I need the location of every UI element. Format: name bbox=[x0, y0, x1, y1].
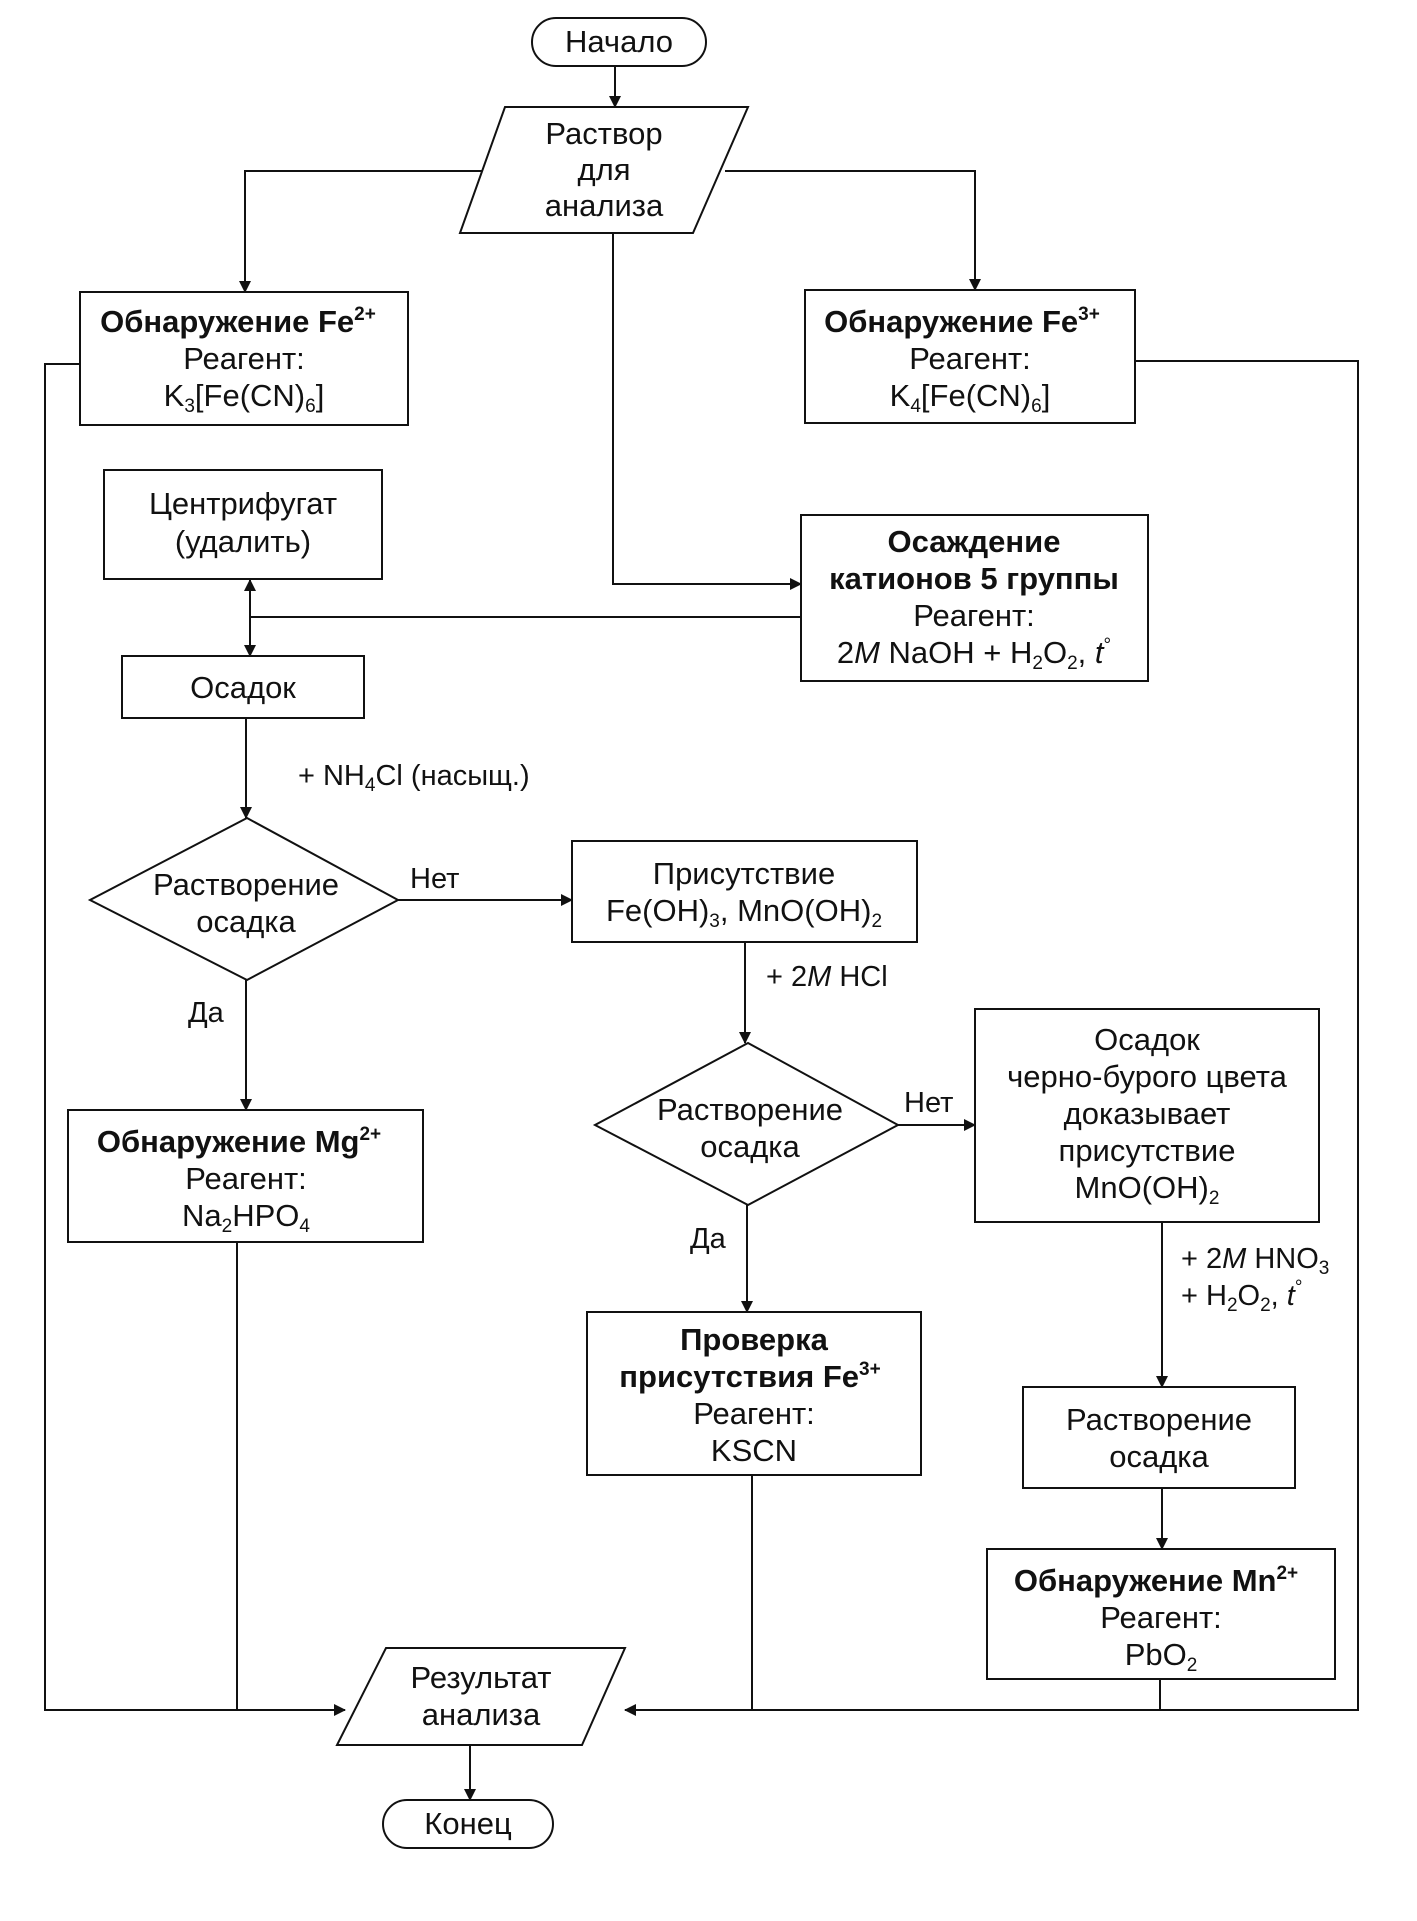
precip5-reagent-label: Реагент: bbox=[913, 598, 1035, 633]
node-mn-detection: Обнаружение Mn2+ Реагент: PbO2 bbox=[986, 1548, 1336, 1680]
node-centrifugate: Центрифугат (удалить) bbox=[103, 469, 383, 580]
arrow-input-to-fe3 bbox=[725, 170, 981, 291]
brown-line-3: доказывает bbox=[1064, 1096, 1231, 1131]
fe3-title: Обнаружение Fe3+ bbox=[824, 304, 1100, 339]
presence-line-1: Присутствие bbox=[653, 856, 835, 891]
precip5-reagent: 2M NaOH + H2O2, t° bbox=[837, 635, 1111, 674]
fe2-title: Обнаружение Fe2+ bbox=[100, 304, 376, 339]
input-line-3: анализа bbox=[545, 188, 664, 223]
end-label: Конец bbox=[424, 1806, 512, 1841]
edge-labels: + NH4Cl (насыщ.) Нет Да + 2M HCl Нет Да … bbox=[188, 760, 1329, 1316]
decision-dissolution-1: Растворение осадка bbox=[87, 816, 401, 982]
decision-dissolution-2: Растворение осадка bbox=[592, 1041, 901, 1207]
label-yes-1: Да bbox=[188, 997, 225, 1029]
check-reagent: KSCN bbox=[711, 1433, 797, 1468]
dissolve-line-1: Растворение bbox=[1066, 1402, 1252, 1437]
check-line-2: присутствия Fe3+ bbox=[619, 1359, 880, 1394]
mg-reagent-label: Реагент: bbox=[185, 1161, 307, 1196]
node-mg-detection: Обнаружение Mg2+ Реагент: Na2HPO4 bbox=[67, 1109, 424, 1243]
label-nh4cl: + NH4Cl (насыщ.) bbox=[298, 760, 530, 796]
node-input: Раствор для анализа bbox=[458, 106, 750, 234]
brown-line-5: MnO(OH)2 bbox=[1075, 1170, 1220, 1209]
label-yes-2: Да bbox=[690, 1223, 727, 1255]
fe2-reagent-label: Реагент: bbox=[183, 341, 305, 376]
brown-line-1: Осадок bbox=[1094, 1022, 1200, 1057]
mn-title: Обнаружение Mn2+ bbox=[1014, 1563, 1298, 1598]
decision1-line-1: Растворение bbox=[153, 867, 339, 902]
mg-reagent: Na2HPO4 bbox=[182, 1198, 310, 1237]
label-no-2: Нет bbox=[904, 1087, 953, 1119]
precip5-line-2: катионов 5 группы bbox=[829, 561, 1119, 596]
dissolve-line-2: осадка bbox=[1109, 1439, 1209, 1474]
fe3-reagent-label: Реагент: bbox=[909, 341, 1031, 376]
node-sediment: Осадок bbox=[121, 655, 365, 719]
label-hno3-1: + 2M HNO3 bbox=[1181, 1243, 1329, 1279]
check-reagent-label: Реагент: bbox=[693, 1396, 815, 1431]
node-fe2-detection: Обнаружение Fe2+ Реагент: K3[Fe(CN)6] bbox=[79, 291, 409, 426]
check-line-1: Проверка bbox=[680, 1322, 828, 1357]
node-fe3-detection: Обнаружение Fe3+ Реагент: K4[Fe(CN)6] bbox=[804, 289, 1136, 424]
node-dissolution: Растворение осадка bbox=[1022, 1386, 1296, 1489]
node-presence: Присутствие Fe(OH)3, MnO(OH)2 bbox=[571, 840, 918, 943]
result-line-2: анализа bbox=[422, 1697, 541, 1732]
arrow-input-to-precip5 bbox=[612, 233, 802, 590]
label-hcl: + 2M HCl bbox=[766, 961, 888, 993]
connectors bbox=[44, 66, 1359, 1801]
result-line-1: Результат bbox=[411, 1660, 552, 1695]
mg-title: Обнаружение Mg2+ bbox=[97, 1124, 381, 1159]
input-line-1: Раствор bbox=[545, 116, 662, 151]
centrifugate-line-2: (удалить) bbox=[175, 524, 311, 559]
label-hno3-2: + H2O2, t° bbox=[1181, 1277, 1302, 1316]
centrifugate-line-1: Центрифугат bbox=[149, 486, 337, 521]
line-fe2-to-result bbox=[44, 363, 346, 1716]
presence-line-2: Fe(OH)3, MnO(OH)2 bbox=[606, 893, 882, 932]
start-label: Начало bbox=[565, 24, 673, 59]
decision1-line-2: осадка bbox=[196, 904, 296, 939]
brown-line-4: присутствие bbox=[1059, 1133, 1236, 1168]
brown-line-2: черно-бурого цвета bbox=[1007, 1059, 1287, 1094]
node-start: Начало bbox=[531, 17, 707, 67]
input-line-2: для bbox=[578, 152, 631, 187]
node-check-fe3: Проверка присутствия Fe3+ Реагент: KSCN bbox=[586, 1311, 922, 1476]
fe3-reagent: K4[Fe(CN)6] bbox=[890, 378, 1051, 417]
line-fe3-to-result bbox=[624, 360, 1359, 1716]
mn-reagent-label: Реагент: bbox=[1100, 1600, 1222, 1635]
precip5-line-1: Осаждение bbox=[888, 524, 1061, 559]
decision2-line-1: Растворение bbox=[657, 1092, 843, 1127]
fe2-reagent: K3[Fe(CN)6] bbox=[164, 378, 325, 417]
node-group5-precipitation: Осаждение катионов 5 группы Реагент: 2M … bbox=[800, 514, 1149, 682]
node-brown-sediment: Осадок черно-бурого цвета доказывает при… bbox=[974, 1008, 1320, 1223]
node-end: Конец bbox=[382, 1799, 554, 1849]
decision2-line-2: осадка bbox=[700, 1129, 800, 1164]
label-no-1: Нет bbox=[410, 863, 459, 895]
arrow-input-to-fe2 bbox=[239, 170, 505, 293]
node-result: Результат анализа bbox=[335, 1647, 627, 1746]
mn-reagent: PbO2 bbox=[1125, 1637, 1198, 1676]
sediment-label: Осадок bbox=[190, 670, 296, 705]
